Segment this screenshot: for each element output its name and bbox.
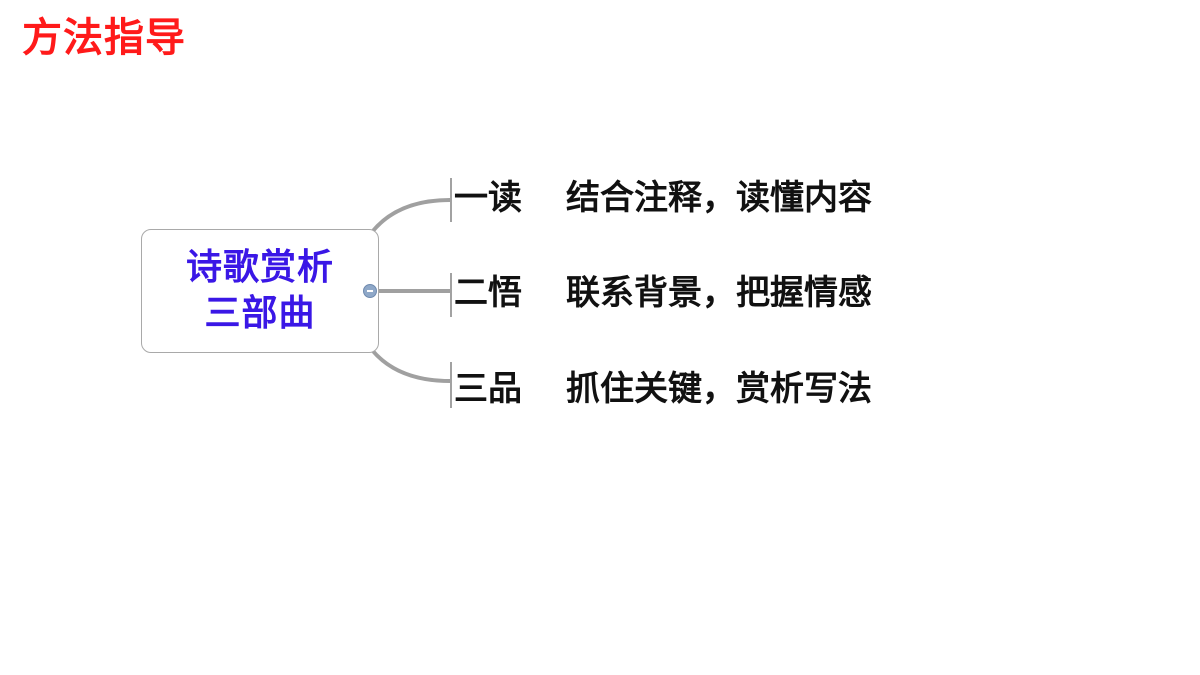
branch-topic[interactable]: 三品 抓住关键，赏析写法 [454,369,872,409]
branch-step-label: 二悟 [454,273,522,313]
branch-step-label: 三品 [454,369,522,409]
branch-text: 联系背景，把握情感 [566,273,872,313]
central-topic-node[interactable]: 诗歌赏析 三部曲 [141,229,379,353]
branch-topic[interactable]: 一读 结合注释，读懂内容 [454,178,872,218]
branch-step-label: 一读 [454,178,522,218]
collapse-toggle-icon[interactable] [363,284,377,298]
central-topic-line-1: 诗歌赏析 [185,247,334,288]
page-title: 方法指导 [22,15,186,61]
branch-topic[interactable]: 二悟 联系背景，把握情感 [454,273,872,313]
branch-text: 结合注释，读懂内容 [566,178,872,218]
connector-branch-3 [370,348,451,383]
central-topic-line-2: 三部曲 [204,293,316,334]
branch-text: 抓住关键，赏析写法 [566,369,872,409]
connector-branch-1 [370,198,451,234]
